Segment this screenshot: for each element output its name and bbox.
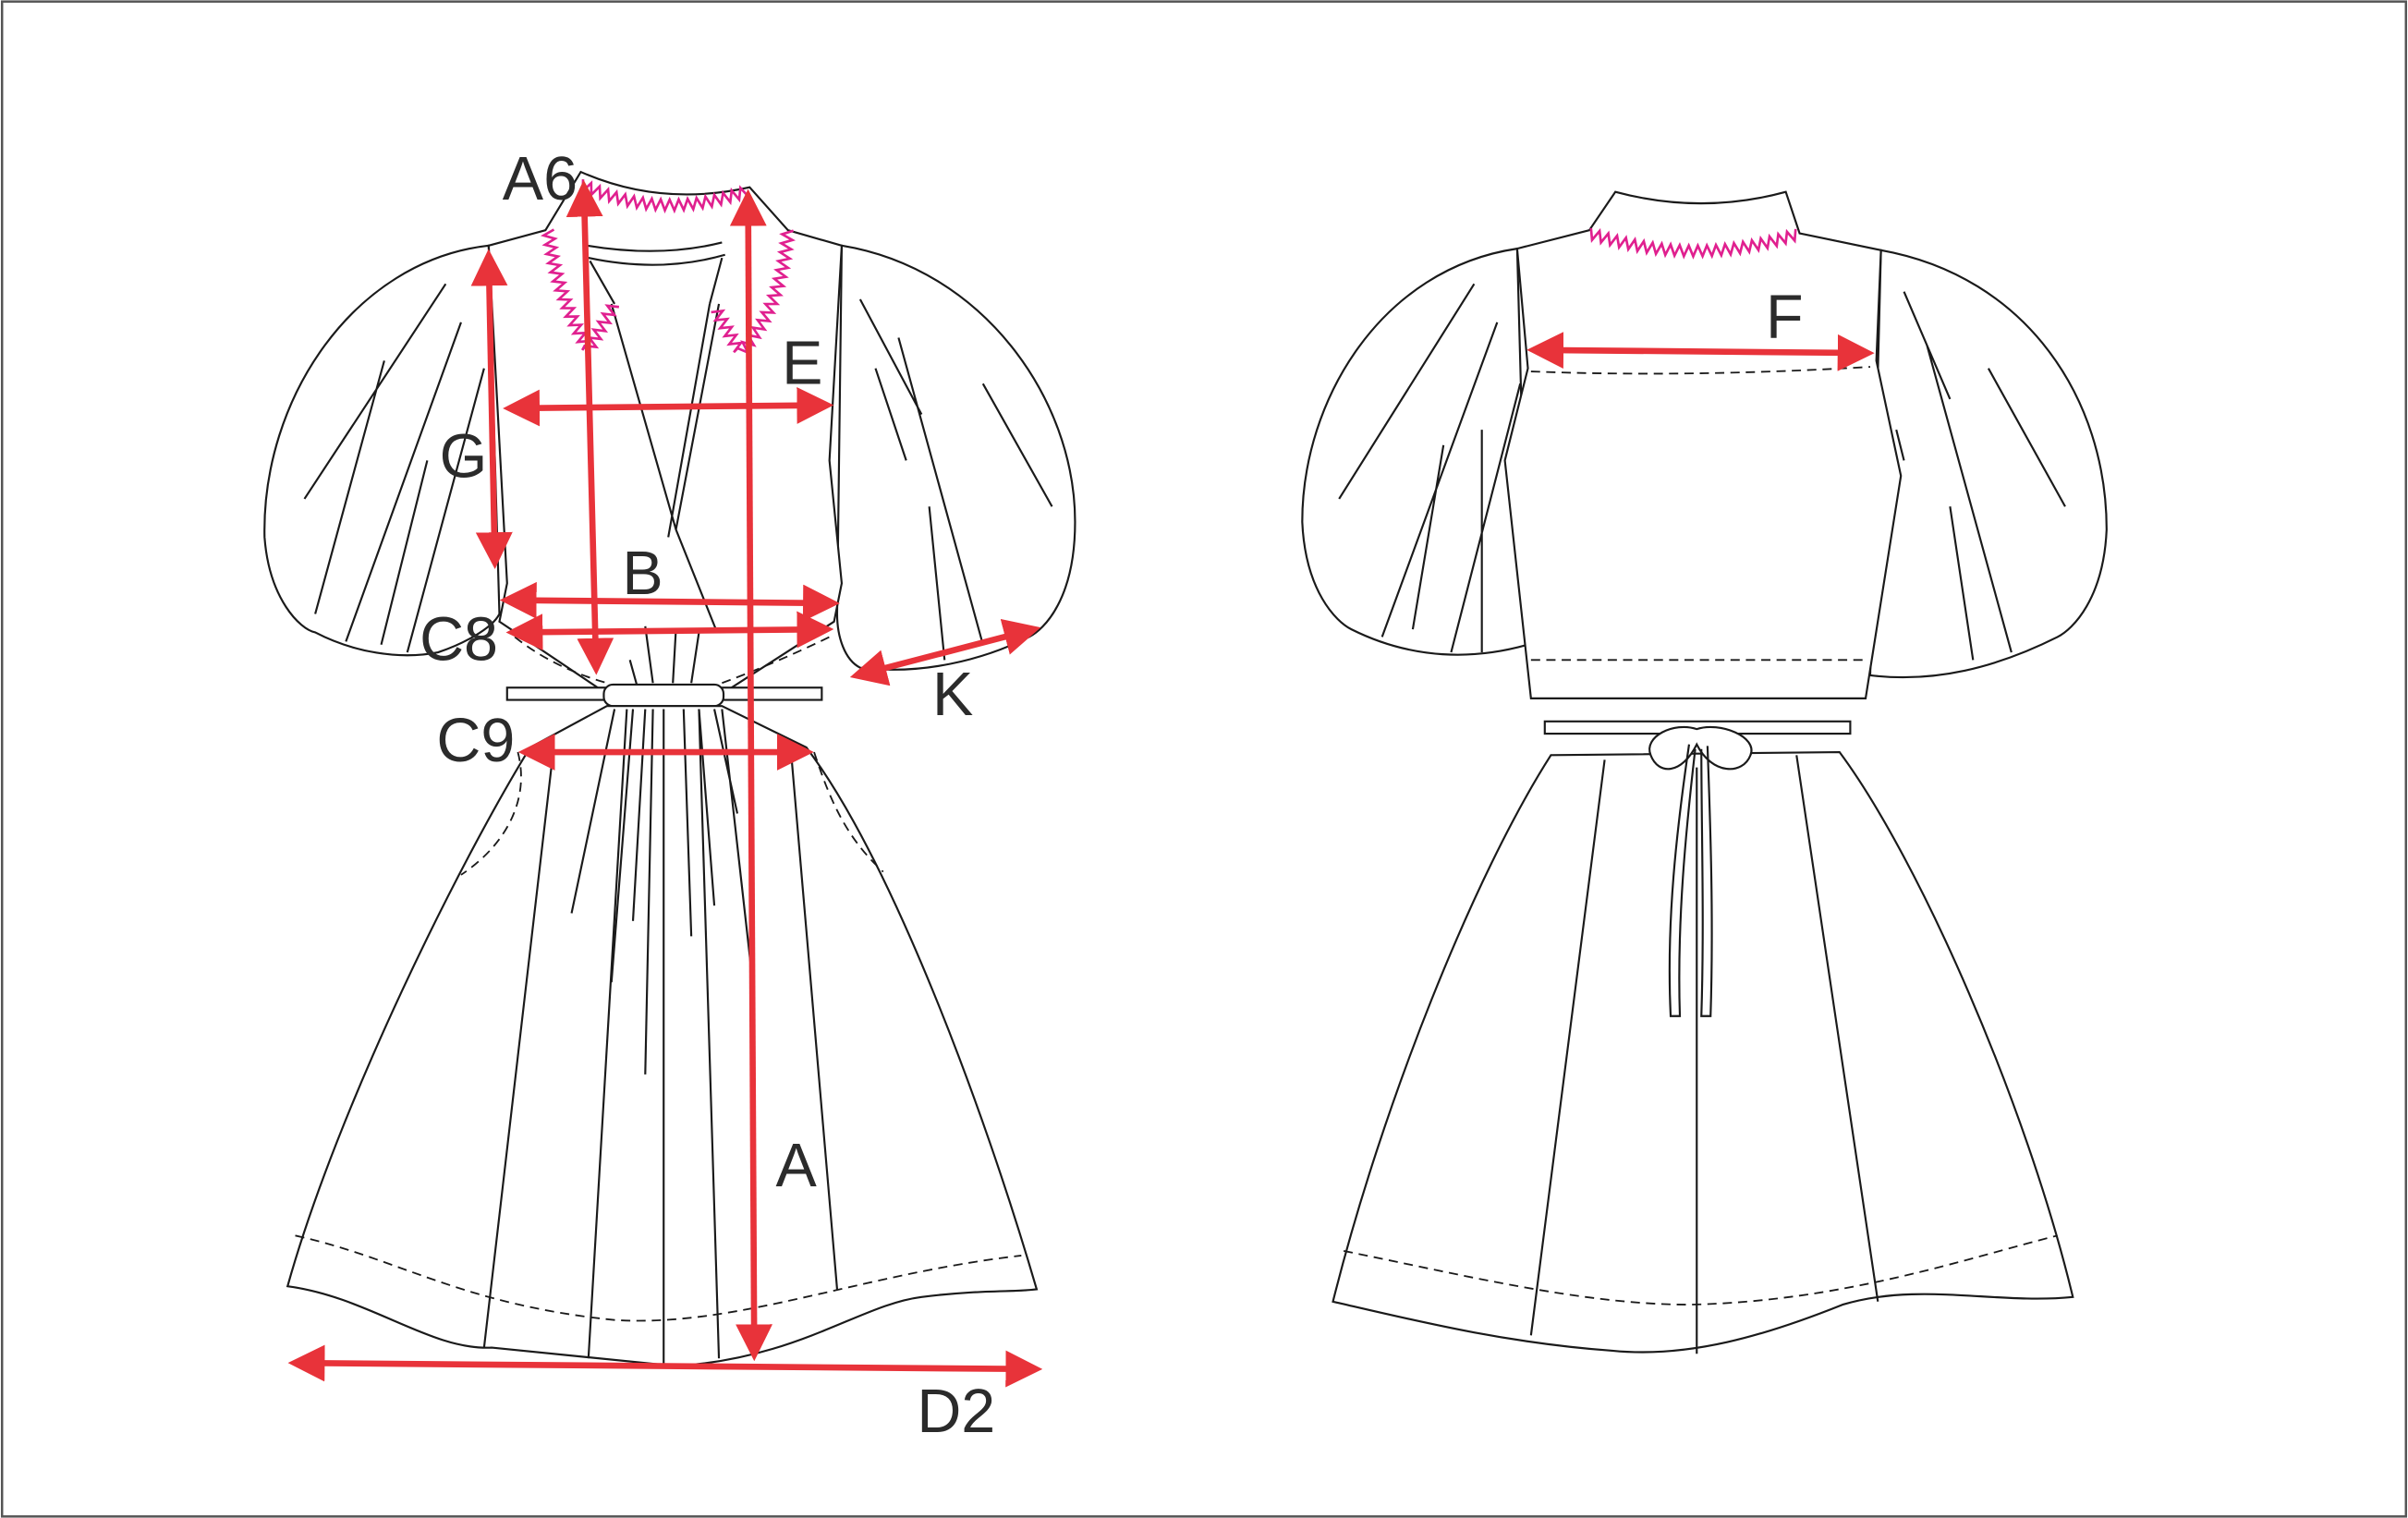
label-g: G: [440, 423, 488, 492]
label-c8: C8: [420, 605, 498, 674]
measure-arrow-e: [503, 386, 834, 427]
measure-arrow-k: [849, 618, 1041, 686]
back-skirt-panels: [1529, 755, 1879, 1354]
label-d2: D2: [917, 1378, 995, 1446]
measure-arrow-g: [470, 249, 513, 569]
back-skirt: [1332, 750, 2074, 1354]
measure-arrow-d2: [287, 1344, 1043, 1388]
back-hem-stitch: [1343, 1234, 2058, 1305]
front-skirt: [286, 705, 1039, 1367]
measure-arrow-b: [499, 581, 840, 622]
label-a6: A6: [503, 145, 578, 213]
measurement-labels: A6 G E B C8 C9 K A D2 F: [420, 145, 1804, 1446]
back-left-sleeve: [1301, 247, 1529, 656]
back-bodice: [1503, 190, 1903, 699]
back-view: [1301, 190, 2108, 1354]
zigzag-stitch: [1589, 227, 1797, 260]
label-f: F: [1766, 283, 1804, 351]
label-c9: C9: [436, 707, 515, 775]
back-bow-ties: [1668, 744, 1713, 1017]
measure-arrow-c8: [505, 611, 834, 651]
back-bow: [1648, 725, 1753, 771]
front-hem-stitch: [295, 1234, 1022, 1322]
sleeve-gathers: [303, 283, 1053, 661]
front-neckline: [586, 241, 725, 305]
measure-arrow-f: [1526, 332, 1875, 371]
front-skirt-panels: [482, 709, 839, 1366]
back-sleeve-gathers: [1338, 283, 2066, 661]
front-waist-gathering: [602, 683, 725, 708]
bodice-gathers: [628, 625, 700, 688]
label-b: B: [622, 540, 663, 608]
label-e: E: [782, 329, 822, 397]
label-a: A: [776, 1132, 818, 1200]
measurement-arrows: [287, 179, 1875, 1388]
front-left-sleeve: [263, 244, 501, 657]
bodice-dashed-seam: [514, 636, 831, 685]
label-k: K: [932, 661, 973, 729]
